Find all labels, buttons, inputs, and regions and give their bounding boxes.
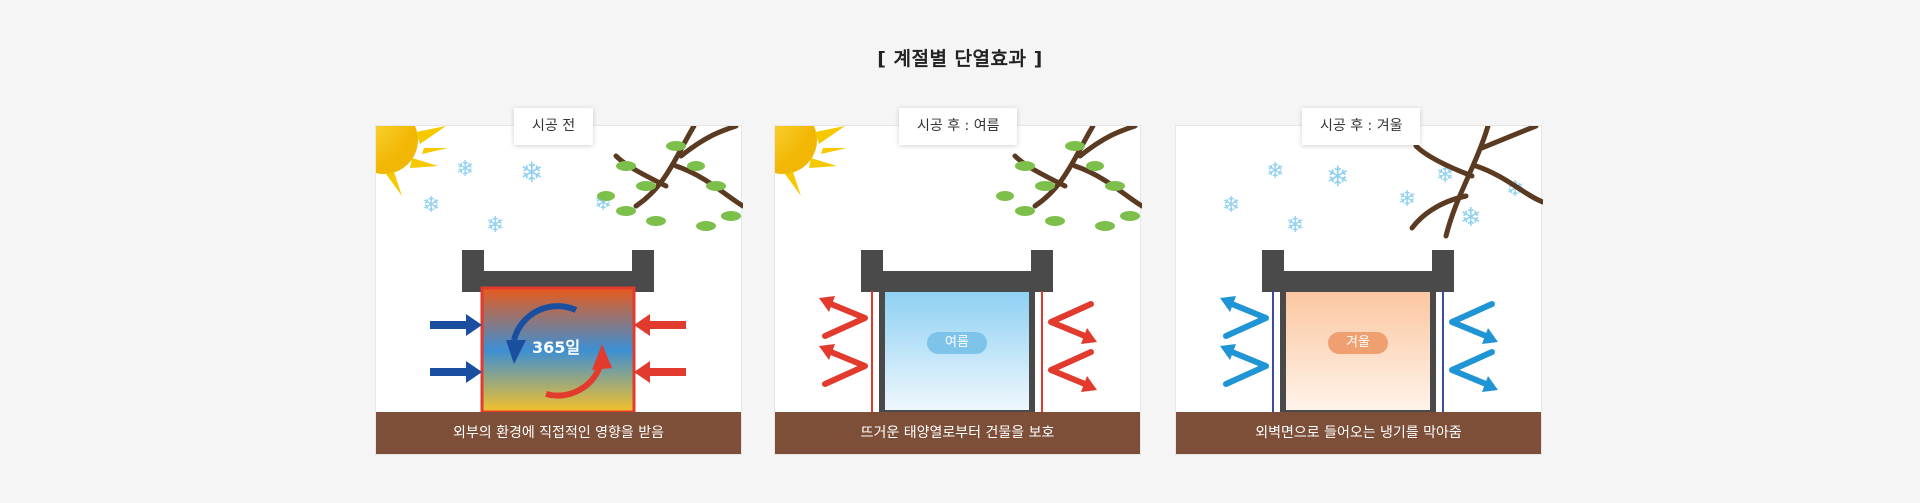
svg-text:❄: ❄ xyxy=(1266,159,1284,184)
svg-text:❄: ❄ xyxy=(486,213,504,238)
incoming-hot-arrow-icon xyxy=(634,314,686,383)
incoming-cold-arrow-icon xyxy=(430,314,482,383)
year-round-badge: 365일 xyxy=(532,338,581,357)
panel-winter: ❄❄ ❄❄❄ ❄❄❄ 겨울 외벽면으로 들어오는 냉 xyxy=(1175,125,1543,455)
svg-text:❄: ❄ xyxy=(456,157,474,182)
summer-illustration xyxy=(775,126,1142,416)
caption-summer: 뜨거운 태양열로부터 건물을 보호 xyxy=(775,412,1140,454)
cycle-arrows-icon xyxy=(506,303,612,399)
leaves-icon xyxy=(597,141,741,231)
panel-before: ❄❄ ❄❄❄ xyxy=(375,125,743,455)
svg-text:❄: ❄ xyxy=(1460,203,1482,233)
sun-icon xyxy=(376,126,448,196)
svg-text:❄: ❄ xyxy=(1326,160,1349,193)
caption-before: 외부의 환경에 직접적인 영향을 받음 xyxy=(376,412,741,454)
summer-badge-bg xyxy=(927,332,987,354)
tab-before[interactable]: 시공 전 xyxy=(514,108,594,145)
winter-badge: 겨울 xyxy=(1346,335,1370,350)
snowflake-icon: ❄❄ ❄❄❄ xyxy=(422,156,612,238)
svg-text:❄: ❄ xyxy=(1398,187,1416,212)
summer-badge: 여름 xyxy=(945,335,969,350)
page-title: [ 계절별 단열효과 ] xyxy=(877,48,1043,70)
window-frame xyxy=(462,250,654,414)
leaves-icon xyxy=(996,141,1140,231)
blocked-cold-arrow-icon xyxy=(1223,301,1495,387)
snowflake-icon: ❄❄ ❄❄❄ ❄❄❄ xyxy=(1222,159,1524,238)
svg-text:❄: ❄ xyxy=(1286,213,1304,238)
tab-winter[interactable]: 시공 후 : 겨울 xyxy=(1302,108,1421,145)
before-illustration: ❄❄ ❄❄❄ xyxy=(376,126,743,414)
winter-illustration: ❄❄ ❄❄❄ ❄❄❄ xyxy=(1220,126,1543,416)
heat-arrowhead-icon xyxy=(819,296,1097,392)
bare-branch-icon xyxy=(1409,126,1543,239)
winter-badge-bg xyxy=(1328,332,1388,354)
cold-arrowhead-icon xyxy=(1220,296,1498,392)
panel-summer: 여름 뜨거운 태양열로부터 건물을 보호 xyxy=(774,125,1142,455)
tab-summer[interactable]: 시공 후 : 여름 xyxy=(899,108,1018,145)
reflected-heat-arrow-icon xyxy=(822,301,1094,387)
caption-winter: 외벽면으로 들어오는 냉기를 막아줌 xyxy=(1176,412,1541,454)
tree-branch-icon xyxy=(613,126,743,209)
sun-icon xyxy=(775,126,847,196)
svg-text:❄: ❄ xyxy=(520,156,543,189)
svg-text:❄: ❄ xyxy=(422,193,440,218)
svg-text:❄: ❄ xyxy=(1222,193,1240,218)
